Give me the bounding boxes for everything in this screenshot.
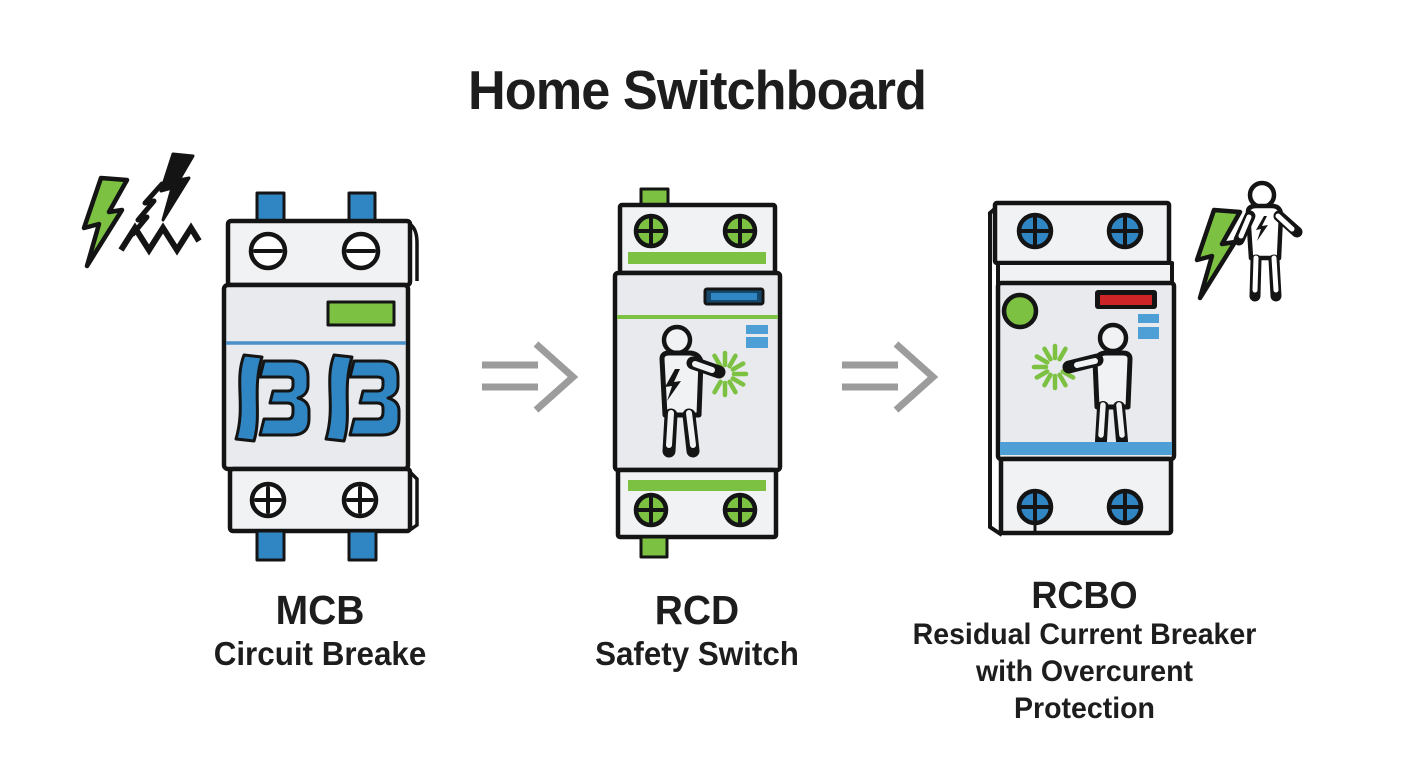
chest-lightning-icon [1256,216,1268,241]
mcb-toggle-lever [324,353,401,443]
person-touching-live-wire-icon [1031,322,1133,447]
double-arrow-right-icon [842,341,938,413]
mcb-toggle-lever [234,353,311,443]
person-head [1247,180,1277,210]
phillips-screw-icon [249,481,287,519]
rcd-green-bar [628,252,766,264]
mcb-device-icon [221,191,419,562]
rcd-green-bar [628,480,766,491]
overload-short-circuit-bolts-icon [81,152,202,269]
green-cross-screw-icon [633,213,669,249]
rcd-blue-indicator [703,287,765,306]
rcbo-blue-bar [1000,442,1172,455]
rcbo-name-line1: Residual Current Breaker [912,618,1257,651]
rcd-blue-stripe [746,325,768,334]
rcbo-label: RCBO Residual Current Breaker with Overc… [911,576,1258,727]
rcd-abbr: RCD [654,587,740,633]
mcb-bottom-tab [255,529,286,562]
green-lightning-icon [1194,207,1243,301]
spark-crack-icon [130,181,165,237]
mcb-name: Circuit Breake [213,635,427,672]
slotted-screw-icon [341,231,381,271]
rcd-label: RCD Safety Switch [555,588,840,675]
rcbo-step-band [996,261,1174,285]
double-arrow-right-icon [482,341,578,413]
chest-lightning-icon [665,369,681,401]
mcb-abbr: MCB [275,587,365,633]
spark-burst-icon [1031,343,1076,391]
blue-cross-screw-icon [1016,212,1054,250]
rcbo-abbr: RCBO [1031,575,1138,617]
green-cross-screw-icon [722,492,758,528]
rcbo-device-icon [988,200,1177,537]
rcd-name: Safety Switch [595,635,799,672]
page-title: Home Switchboard [467,59,927,121]
mcb-green-indicator [326,300,396,327]
green-cross-screw-icon [633,492,669,528]
person-figure [1233,180,1303,302]
mcb-label: MCB Circuit Breake [178,588,463,675]
green-cross-screw-icon [722,213,758,249]
rcd-blue-stripe [746,337,768,348]
rcbo-blue-stripe [1138,314,1159,323]
resistor-zigzag-icon [118,222,202,256]
rcbo-name-line2: with Overcurent Protection [976,655,1193,725]
person-touching-live-wire-icon [659,324,749,458]
rcd-bottom-tab [639,535,669,559]
blue-cross-screw-icon [1106,212,1144,250]
blue-cross-screw-icon [1016,488,1054,526]
electric-shock-person-icon [1194,180,1303,302]
slotted-screw-icon [248,231,288,271]
rcbo-blue-stripe [1138,327,1159,339]
phillips-screw-icon [341,481,379,519]
mcb-bottom-tab [347,529,378,562]
person-head [661,324,693,356]
green-lightning-icon [81,175,130,269]
rcbo-green-button [1001,292,1039,330]
rcd-device-icon [612,187,783,559]
person-head [1097,322,1129,354]
black-lightning-icon [159,152,195,222]
rcbo-red-indicator [1095,290,1157,309]
blue-cross-screw-icon [1106,488,1144,526]
